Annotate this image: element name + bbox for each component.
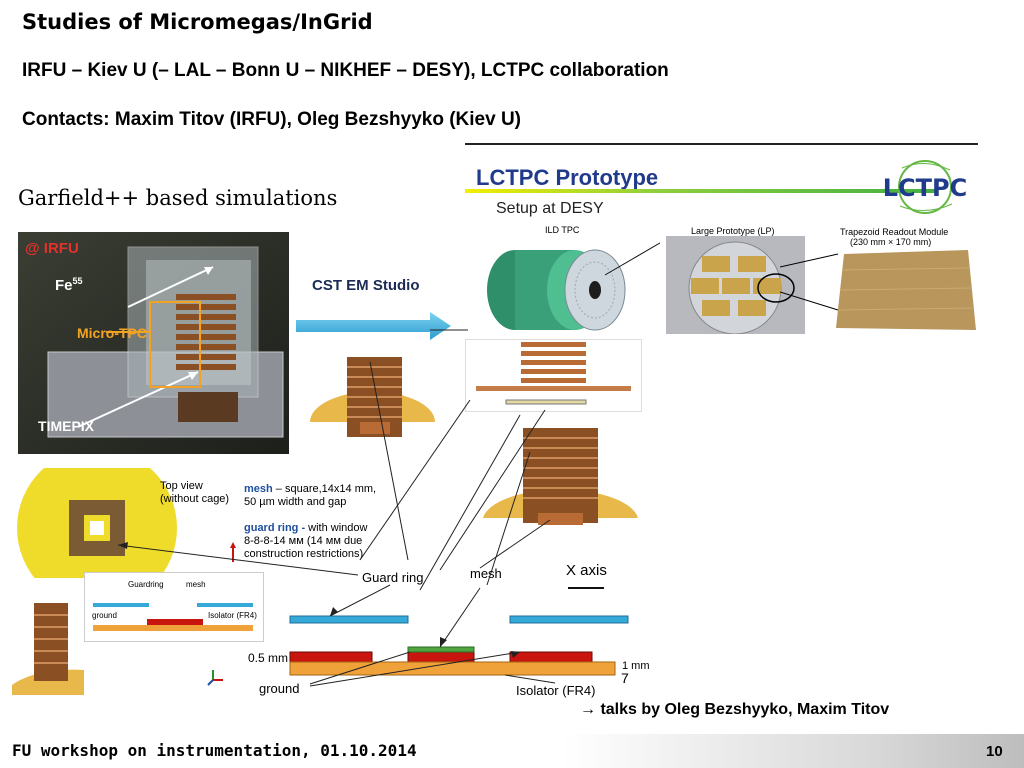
guard-desc-3: construction restrictions): [244, 548, 364, 560]
ild-tpc-label: ILD TPC: [545, 225, 580, 235]
lctpc-logo: LCTPC: [872, 158, 978, 216]
mesh-desc-1: – square,14x14 mm,: [272, 483, 377, 495]
large-prototype-label: Large Prototype (LP): [691, 226, 775, 236]
cst-3d-model-right: [478, 428, 643, 533]
svg-text:LCTPC: LCTPC: [883, 174, 967, 202]
cst-em-studio-label: CST EM Studio: [312, 277, 420, 294]
simulation-subtitle: Garfield++ based simulations: [18, 186, 338, 210]
inset-guardring: Guardring: [128, 580, 164, 589]
contacts-line: Contacts: Maxim Titov (IRFU), Oleg Bezsh…: [22, 109, 522, 130]
lctpc-title: LCTPC Prototype: [476, 165, 659, 190]
inset-schematic: [84, 572, 264, 642]
x-axis-label: X axis: [566, 562, 607, 579]
micro-tpc-photo: [18, 232, 289, 454]
trapezoid-title: Trapezoid Readout Module: [840, 227, 949, 237]
divider: [465, 143, 978, 145]
isolator-label: Isolator (FR4): [516, 683, 596, 698]
collaboration-line: IRFU – Kiev U (– LAL – Bonn U – NIKHEF –…: [22, 60, 669, 81]
inset-ground: ground: [92, 611, 117, 620]
footer-bar: [0, 734, 1024, 768]
page-number: 10: [986, 743, 1003, 760]
slide-title: Studies of Micromegas/InGrid: [22, 10, 373, 34]
setup-label: Setup at DESY: [496, 200, 604, 217]
connector-lines: [780, 253, 839, 311]
ground-label: ground: [259, 681, 300, 696]
fe55-label: Fe55: [55, 276, 83, 294]
thickness-1-label: 1 mm: [622, 660, 650, 672]
right-arrow-icon: [296, 312, 451, 340]
guard-ring-description: guard ring - with window 8-8-8-14 мм (14…: [244, 522, 367, 561]
cst-3d-model-left: [305, 352, 440, 452]
axis-triad-icon-2: [230, 542, 236, 562]
seven-mark: 7: [621, 670, 629, 686]
guard-ring-label: Guard ring: [362, 570, 424, 585]
footer-text: FU workshop on instrumentation, 01.10.20…: [12, 741, 417, 760]
cst-3d-model-small: [12, 585, 84, 695]
inset-mesh: mesh: [186, 580, 206, 589]
ild-tpc-image: [465, 235, 666, 337]
top-view-label-1: Top view: [160, 480, 203, 492]
inset-isolator: Isolator (FR4): [208, 611, 257, 620]
talks-note: → talks by Oleg Bezshyyko, Maxim Titov: [580, 701, 890, 718]
title-bar: [465, 189, 935, 193]
guard-desc-1: with window: [305, 522, 368, 534]
mesh-title: mesh: [244, 483, 273, 495]
timepix-label: TIMEPIX: [38, 418, 95, 434]
trapezoid-module-image: [836, 250, 976, 330]
large-prototype-image: [666, 236, 805, 335]
axis-triad-icon: [207, 670, 223, 686]
guard-desc-2: 8-8-8-14 мм (14 мм due: [244, 535, 363, 547]
mesh-desc-2: 50 µm width and gap: [244, 496, 347, 508]
mesh-label: mesh: [470, 566, 502, 581]
mesh-description: mesh – square,14x14 mm, 50 µm width and …: [244, 483, 376, 509]
trapezoid-dims: (230 mm × 170 mm): [850, 237, 932, 247]
irfu-label: @ IRFU: [25, 240, 79, 257]
cst-side-view: [465, 339, 642, 412]
thickness-05-label: 0.5 mm: [248, 651, 289, 665]
top-view-image: [12, 448, 240, 608]
fe-label: Fe: [55, 277, 73, 294]
top-view-label-2: (without cage): [160, 493, 230, 505]
guard-title: guard ring -: [244, 522, 306, 534]
micro-tpc-label: Micro-TPC: [77, 325, 147, 341]
x-axis-arrow-icon: [568, 587, 604, 589]
fe-sup: 55: [72, 276, 83, 286]
